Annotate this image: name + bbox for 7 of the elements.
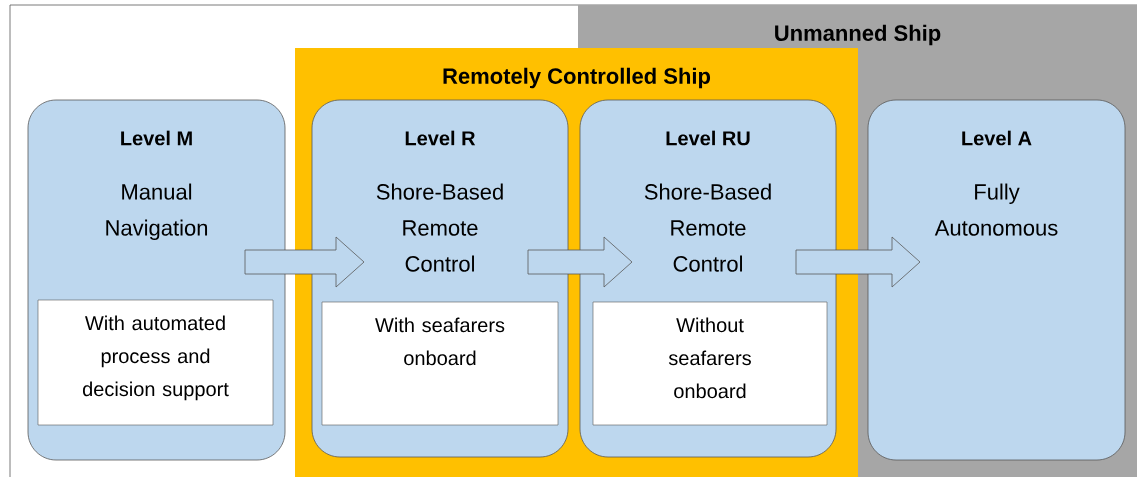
level-box: Level A Fully Autonomous: [867, 99, 1126, 461]
block-arrow: [244, 236, 365, 288]
block-arrow: [527, 236, 633, 288]
note-box: With automated process and decision support: [37, 299, 274, 426]
note-box: With seafarers onboard: [321, 301, 559, 426]
note-box: Without seafarers onboard: [592, 301, 828, 426]
block-arrow: [795, 236, 921, 288]
